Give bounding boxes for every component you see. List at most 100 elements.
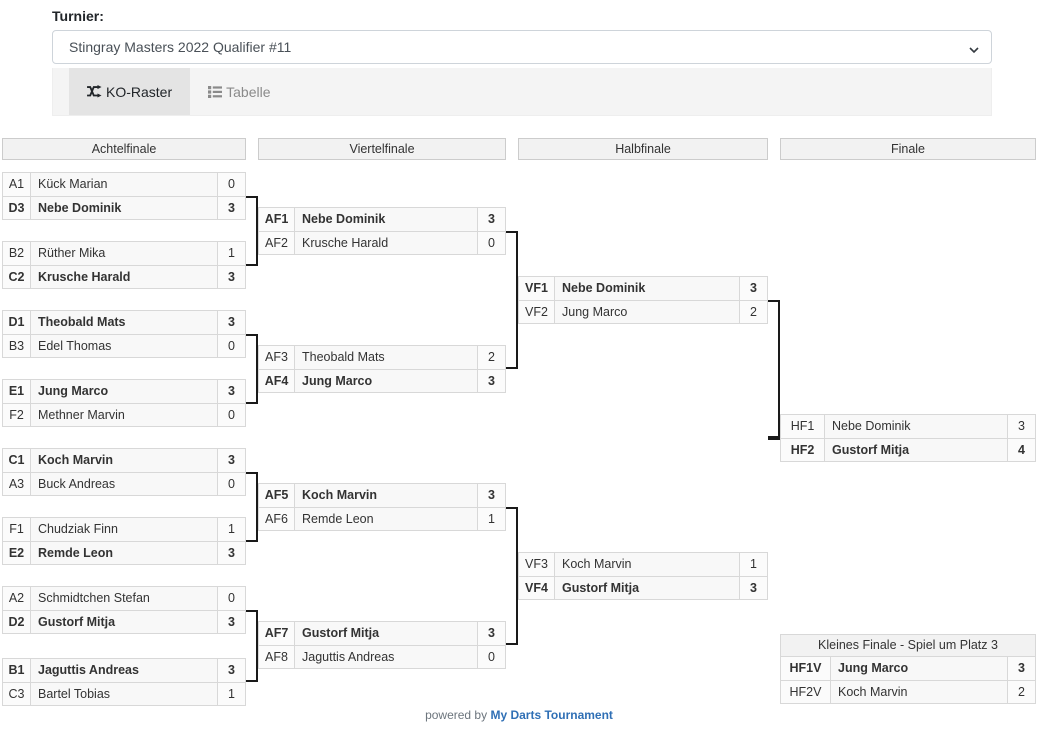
match-sf-2[interactable]: VF3 Koch Marvin 1 VF4 Gustorf Mitja 3 [518,552,768,600]
tab-ko-raster[interactable]: KO-Raster [69,68,191,115]
match-third-place[interactable]: Kleines Finale - Spiel um Platz 3 HF1V J… [780,634,1036,704]
table-row[interactable]: HF1 Nebe Dominik 3 [780,414,1036,438]
player-name: Rüther Mika [38,246,106,260]
tournament-select[interactable]: Stingray Masters 2022 Qualifier #11 [52,30,992,64]
footer-brand-link[interactable]: My Darts Tournament [490,708,613,722]
match-qf-3[interactable]: AF5 Koch Marvin 3 AF6 Remde Leon 1 [258,483,506,531]
player-name: Nebe Dominik [38,201,122,215]
table-row[interactable]: AF4 Jung Marco 3 [258,369,506,393]
match-r16-3[interactable]: D1 Theobald Mats 3 B3 Edel Thomas 0 [2,310,246,358]
table-row[interactable]: B2 Rüther Mika 1 [2,241,246,265]
table-row[interactable]: A1 Kück Marian 0 [2,172,246,196]
table-row[interactable]: E2 Remde Leon 3 [2,541,246,565]
table-row[interactable]: VF1 Nebe Dominik 3 [518,276,768,300]
connector-r16-qf-4 [246,610,258,682]
round-header-finale: Finale [780,138,1036,160]
seed-code: AF7 [259,622,295,645]
seed-code: C1 [3,449,31,472]
connector-qf-sf-2 [506,507,518,645]
table-row[interactable]: C2 Krusche Harald 3 [2,265,246,289]
table-row[interactable]: C1 Koch Marvin 3 [2,448,246,472]
match-r16-2[interactable]: B2 Rüther Mika 1 C2 Krusche Harald 3 [2,241,246,289]
match-r16-5[interactable]: C1 Koch Marvin 3 A3 Buck Andreas 0 [2,448,246,496]
player-name: Kück Marian [38,177,108,191]
match-r16-4[interactable]: E1 Jung Marco 3 F2 Methner Marvin 0 [2,379,246,427]
seed-code: A2 [3,587,31,610]
connector-sf-f-1 [768,300,780,438]
table-row[interactable]: B1 Jaguttis Andreas 3 [2,658,246,682]
player-name: Gustorf Mitja [302,626,380,640]
table-row[interactable]: AF5 Koch Marvin 3 [258,483,506,507]
seed-code: VF1 [519,277,555,300]
tab-tabelle[interactable]: Tabelle [190,68,288,115]
table-row[interactable]: AF2 Krusche Harald 0 [258,231,506,255]
player-name: Koch Marvin [838,685,908,699]
player-name: Remde Leon [302,512,374,526]
seed-code: D2 [3,611,31,633]
seed-code: C3 [3,683,31,705]
match-r16-7[interactable]: A2 Schmidtchen Stefan 0 D2 Gustorf Mitja… [2,586,246,634]
table-row[interactable]: AF8 Jaguttis Andreas 0 [258,645,506,669]
seed-code: VF3 [519,553,555,576]
connector-sf-f-stub [768,438,780,440]
score: 0 [217,335,245,357]
seed-code: B1 [3,659,31,682]
table-row[interactable]: D2 Gustorf Mitja 3 [2,610,246,634]
tournament-select-value: Stingray Masters 2022 Qualifier #11 [69,39,292,55]
connector-r16-qf-2 [246,334,258,404]
table-row[interactable]: A2 Schmidtchen Stefan 0 [2,586,246,610]
table-row[interactable]: AF3 Theobald Mats 2 [258,345,506,369]
seed-code: HF2V [781,681,831,703]
match-r16-8[interactable]: B1 Jaguttis Andreas 3 C3 Bartel Tobias 1 [2,658,246,706]
match-qf-4[interactable]: AF7 Gustorf Mitja 3 AF8 Jaguttis Andreas… [258,621,506,669]
score: 3 [477,208,505,231]
seed-code: B2 [3,242,31,265]
table-row[interactable]: AF7 Gustorf Mitja 3 [258,621,506,645]
table-row[interactable]: AF1 Nebe Dominik 3 [258,207,506,231]
seed-code: HF2 [781,439,825,461]
match-r16-1[interactable]: A1 Kück Marian 0 D3 Nebe Dominik 3 [2,172,246,220]
table-row[interactable]: VF2 Jung Marco 2 [518,300,768,324]
player-name: Koch Marvin [562,557,632,571]
table-row[interactable]: F1 Chudziak Finn 1 [2,517,246,541]
score: 1 [477,508,505,530]
table-row[interactable]: VF3 Koch Marvin 1 [518,552,768,576]
score: 0 [477,232,505,254]
match-r16-6[interactable]: F1 Chudziak Finn 1 E2 Remde Leon 3 [2,517,246,565]
table-row[interactable]: B3 Edel Thomas 0 [2,334,246,358]
score: 3 [217,542,245,564]
player-name: Schmidtchen Stefan [38,591,150,605]
score: 1 [217,683,245,705]
score: 3 [217,611,245,633]
seed-code: HF1 [781,415,825,438]
player-name: Theobald Mats [302,350,385,364]
score: 0 [217,587,245,610]
table-row[interactable]: AF6 Remde Leon 1 [258,507,506,531]
table-row[interactable]: D1 Theobald Mats 3 [2,310,246,334]
player-name: Koch Marvin [38,453,114,467]
table-row[interactable]: A3 Buck Andreas 0 [2,472,246,496]
match-qf-2[interactable]: AF3 Theobald Mats 2 AF4 Jung Marco 3 [258,345,506,393]
match-sf-1[interactable]: VF1 Nebe Dominik 3 VF2 Jung Marco 2 [518,276,768,324]
player-name: Koch Marvin [302,488,378,502]
score: 0 [217,173,245,196]
score: 3 [217,311,245,334]
score: 3 [1007,657,1035,680]
score: 3 [477,370,505,392]
table-row[interactable]: F2 Methner Marvin 0 [2,403,246,427]
match-final[interactable]: HF1 Nebe Dominik 3 HF2 Gustorf Mitja 4 [780,414,1036,462]
table-row[interactable]: E1 Jung Marco 3 [2,379,246,403]
player-name: Jung Marco [562,305,628,319]
table-row[interactable]: HF2 Gustorf Mitja 4 [780,438,1036,462]
table-row[interactable]: VF4 Gustorf Mitja 3 [518,576,768,600]
table-row[interactable]: HF2V Koch Marvin 2 [780,680,1036,704]
seed-code: A3 [3,473,31,495]
score: 3 [217,449,245,472]
match-qf-1[interactable]: AF1 Nebe Dominik 3 AF2 Krusche Harald 0 [258,207,506,255]
player-name: Jaguttis Andreas [38,663,139,677]
table-row[interactable]: D3 Nebe Dominik 3 [2,196,246,220]
seed-code: F2 [3,404,31,426]
table-row[interactable]: C3 Bartel Tobias 1 [2,682,246,706]
table-row[interactable]: HF1V Jung Marco 3 [780,656,1036,680]
tournament-panel: Turnier: Stingray Masters 2022 Qualifier… [52,8,992,116]
